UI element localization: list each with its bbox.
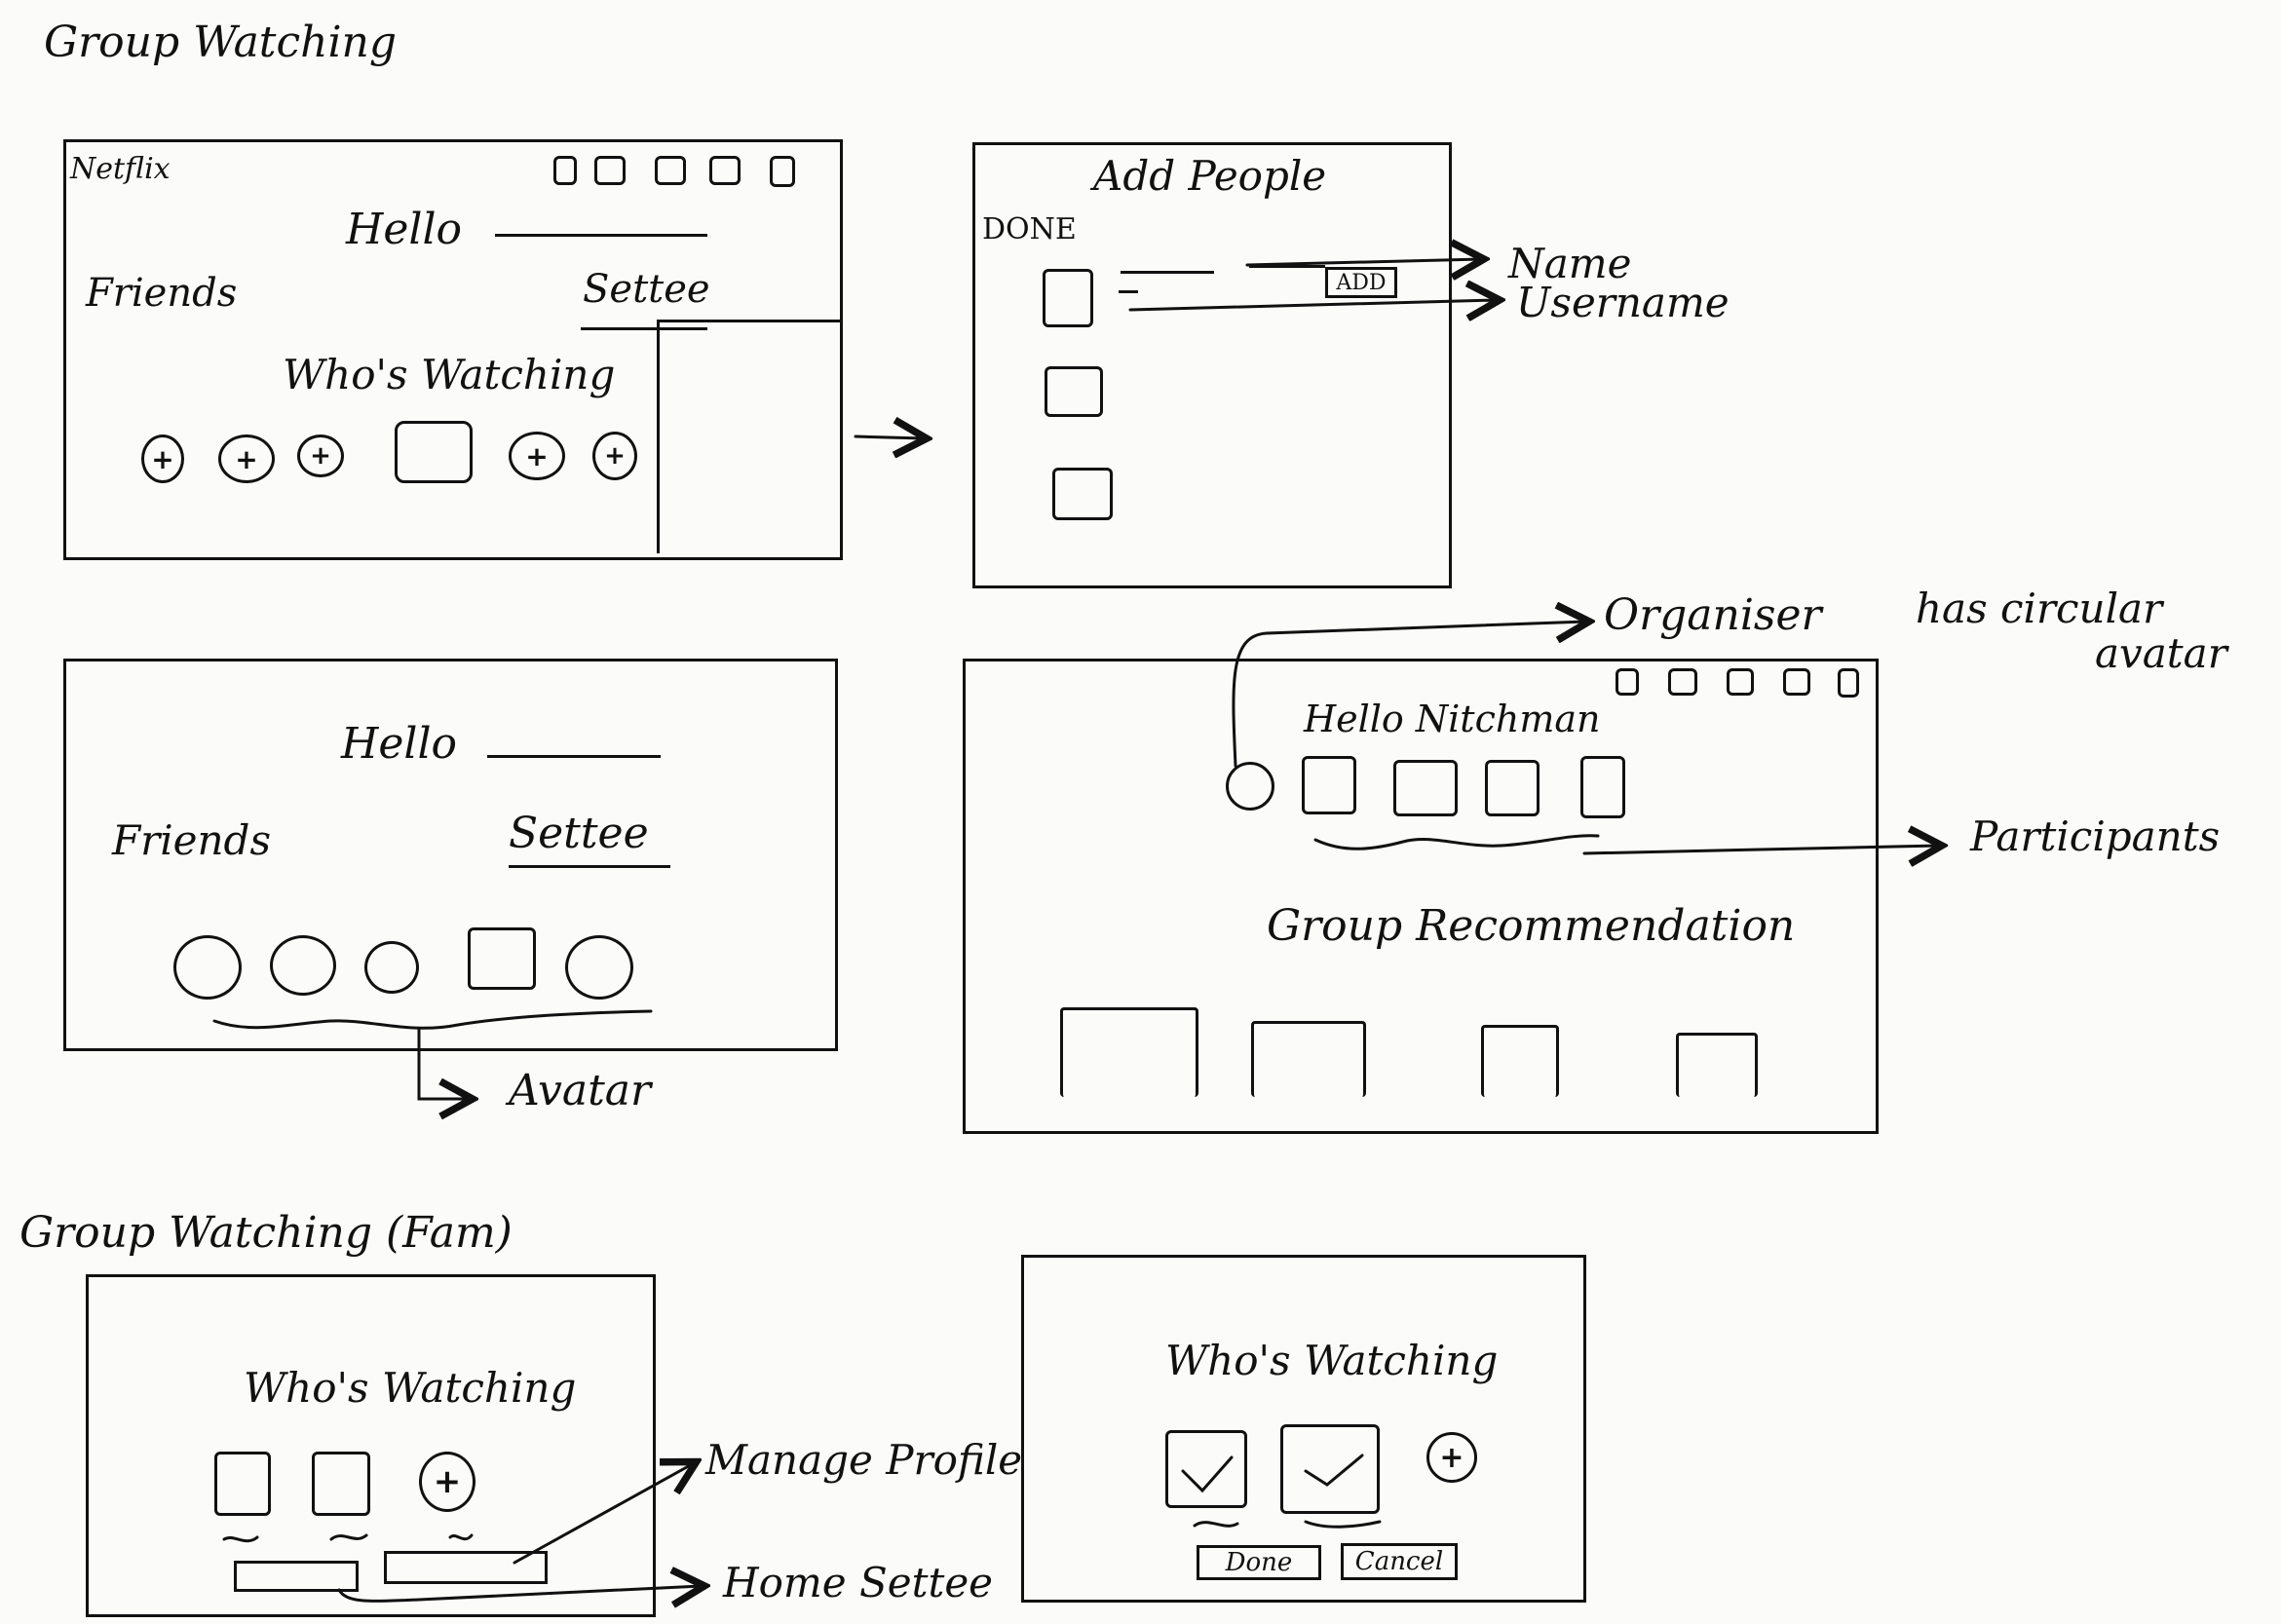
nav-icon-5[interactable] [770, 156, 795, 187]
manage-profile-button[interactable] [384, 1551, 548, 1584]
nav-icon-4[interactable] [709, 156, 741, 185]
annotation-avatar: Avatar [509, 1066, 652, 1115]
family-profile[interactable] [312, 1452, 370, 1516]
username-placeholder [1119, 290, 1138, 293]
netflix-brand: Netflix [70, 152, 171, 186]
participant-avatar[interactable] [1393, 760, 1458, 816]
selected-profile[interactable] [1280, 1424, 1380, 1514]
group-recommendation-heading: Group Recommendation [1267, 901, 1796, 951]
recommendation-card[interactable] [1676, 1033, 1758, 1097]
settee-tab[interactable]: Settee [509, 809, 649, 858]
friend-avatar[interactable] [173, 935, 242, 1000]
family-profile[interactable] [214, 1452, 271, 1516]
friend-avatar[interactable] [270, 935, 336, 996]
add-profile-icon[interactable]: + [1426, 1432, 1477, 1483]
annotation-manage-profile: Manage Profile [705, 1436, 1023, 1484]
title-group-watching: Group Watching [44, 18, 398, 67]
screen-netflix-home [63, 139, 843, 560]
done-button[interactable]: Done [1197, 1545, 1321, 1580]
name-placeholder [1121, 271, 1214, 274]
add-button[interactable]: ADD [1325, 267, 1397, 298]
whos-watching-heading: Who's Watching [244, 1364, 577, 1412]
person-avatar [1043, 269, 1093, 327]
nav-icon-1[interactable] [1616, 668, 1639, 696]
friend-avatar[interactable] [565, 935, 633, 1000]
screen-fam-whos-watching [86, 1274, 656, 1617]
annotation-participants: Participants [1970, 812, 2221, 860]
cancel-button[interactable]: Cancel [1341, 1543, 1458, 1580]
title-group-watching-fam: Group Watching (Fam) [19, 1208, 513, 1258]
friends-tab[interactable]: Friends [86, 271, 238, 316]
participant-avatar[interactable] [1485, 760, 1540, 816]
nav-icon-2[interactable] [594, 156, 626, 185]
add-profile-icon[interactable]: + [419, 1452, 475, 1512]
friends-tab[interactable]: Friends [112, 816, 271, 864]
annotation-username: Username [1516, 279, 1730, 326]
annotation-organiser: Organiser [1604, 590, 1822, 640]
screen-select-profiles [1021, 1255, 1586, 1603]
whos-watching-heading: Who's Watching [283, 351, 616, 398]
add-profile-icon[interactable]: + [141, 434, 184, 483]
settee-underline [581, 327, 707, 330]
whos-watching-heading: Who's Watching [1165, 1337, 1499, 1384]
nav-icon-3[interactable] [655, 156, 686, 185]
settee-panel-top [659, 320, 843, 322]
flow-arrow [854, 436, 924, 438]
annotation-home-settee: Home Settee [723, 1559, 994, 1606]
hello-greeting: Hello [346, 205, 463, 254]
add-people-title: Add People [1093, 152, 1327, 200]
selected-profile[interactable] [1165, 1430, 1247, 1508]
participant-avatar[interactable] [1302, 756, 1356, 814]
recommendation-card[interactable] [1060, 1007, 1198, 1097]
add-profile-icon[interactable]: + [509, 432, 565, 480]
settee-panel-left [657, 320, 660, 553]
recommendation-card[interactable] [1481, 1025, 1559, 1097]
organiser-avatar[interactable] [1226, 762, 1274, 811]
nav-icon-4[interactable] [1783, 668, 1810, 696]
participant-avatar[interactable] [1580, 756, 1625, 818]
person-avatar [1045, 366, 1103, 417]
nav-icon-3[interactable] [1727, 668, 1754, 696]
add-profile-icon[interactable]: + [297, 434, 344, 477]
add-profile-icon[interactable]: + [218, 434, 275, 483]
settee-tab[interactable]: Settee [583, 267, 710, 312]
name-underline [495, 234, 707, 237]
hello-greeting: Hello [341, 719, 458, 769]
home-settee-button[interactable] [234, 1561, 359, 1592]
annotation-has-circular: has circular [1916, 585, 2163, 632]
recommendation-card[interactable] [1251, 1021, 1366, 1097]
hello-greeting: Hello Nitchman [1304, 698, 1601, 740]
person-avatar [1052, 468, 1113, 520]
name-underline [487, 755, 661, 758]
nav-icon-1[interactable] [553, 156, 577, 185]
nav-icon-5[interactable] [1838, 668, 1859, 698]
nav-icon-2[interactable] [1668, 668, 1697, 696]
annotation-avatar-note: avatar [2095, 629, 2227, 677]
friend-avatar-square[interactable] [468, 927, 536, 990]
add-profile-icon[interactable]: + [592, 432, 637, 480]
settee-underline [509, 865, 670, 868]
name-field-line [1249, 265, 1325, 268]
friend-avatar[interactable] [364, 941, 419, 994]
annotation-name: Name [1508, 240, 1632, 287]
done-button[interactable]: DONE [982, 212, 1077, 246]
screen-add-people [972, 142, 1452, 588]
profile-avatar[interactable] [395, 421, 473, 483]
